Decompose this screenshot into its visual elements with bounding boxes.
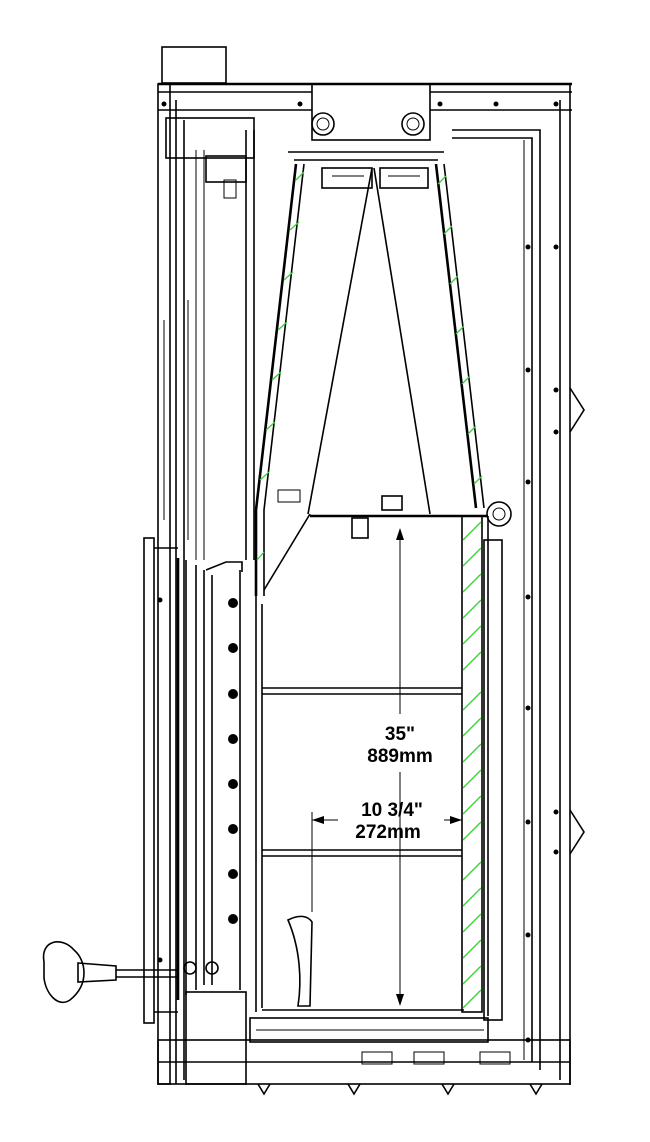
control-column (157, 83, 255, 1085)
height-dimension: 35" 889mm (367, 528, 433, 1006)
rear-casing (452, 129, 585, 1070)
depth-dimension-imperial: 10 3/4" (361, 800, 423, 821)
height-dimension-imperial: 35" (385, 724, 415, 745)
hood-insulation (256, 171, 483, 561)
depth-dimension: 10 3/4" 272mm (311, 800, 462, 912)
door-handle (42, 941, 178, 1003)
base (157, 991, 571, 1096)
top-frame (158, 82, 572, 1085)
smoke-hood (254, 151, 512, 596)
door-assembly (143, 537, 243, 1024)
fasteners (157, 101, 559, 1043)
flue-collar (161, 46, 227, 84)
firebox-insulation (462, 521, 482, 1009)
height-dimension-metric: 889mm (367, 746, 433, 767)
depth-dimension-metric: 272mm (355, 822, 421, 843)
firebox (249, 495, 503, 1043)
